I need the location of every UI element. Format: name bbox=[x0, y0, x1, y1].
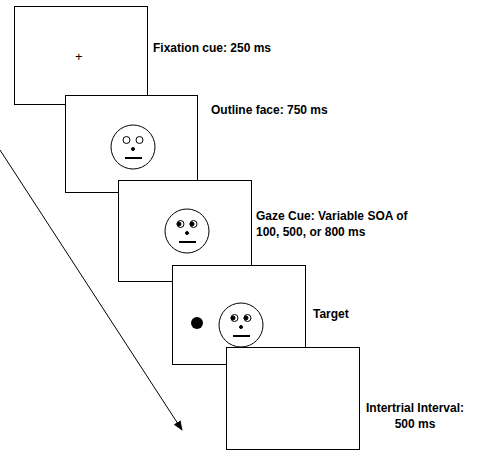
gaze-face bbox=[165, 209, 209, 253]
step-label: Gaze Cue: Variable SOA of 100, 500, or 8… bbox=[256, 208, 416, 240]
outline-face bbox=[111, 125, 155, 169]
time-arrow bbox=[0, 150, 182, 430]
step-label: Fixation cue: 250 ms bbox=[153, 40, 303, 56]
step-label: Intertrial Interval: 500 ms bbox=[359, 400, 471, 432]
screen-frame: Outline face: 750 ms bbox=[65, 95, 198, 193]
screen-frame: Intertrial Interval: 500 ms bbox=[226, 347, 360, 450]
target-dot bbox=[191, 317, 203, 329]
step-label: Target bbox=[313, 306, 413, 322]
step-label: Outline face: 750 ms bbox=[211, 102, 361, 118]
fixation-cross: + bbox=[75, 50, 83, 64]
target-face bbox=[219, 303, 263, 347]
screen-frame: +Fixation cue: 250 ms bbox=[14, 6, 148, 105]
